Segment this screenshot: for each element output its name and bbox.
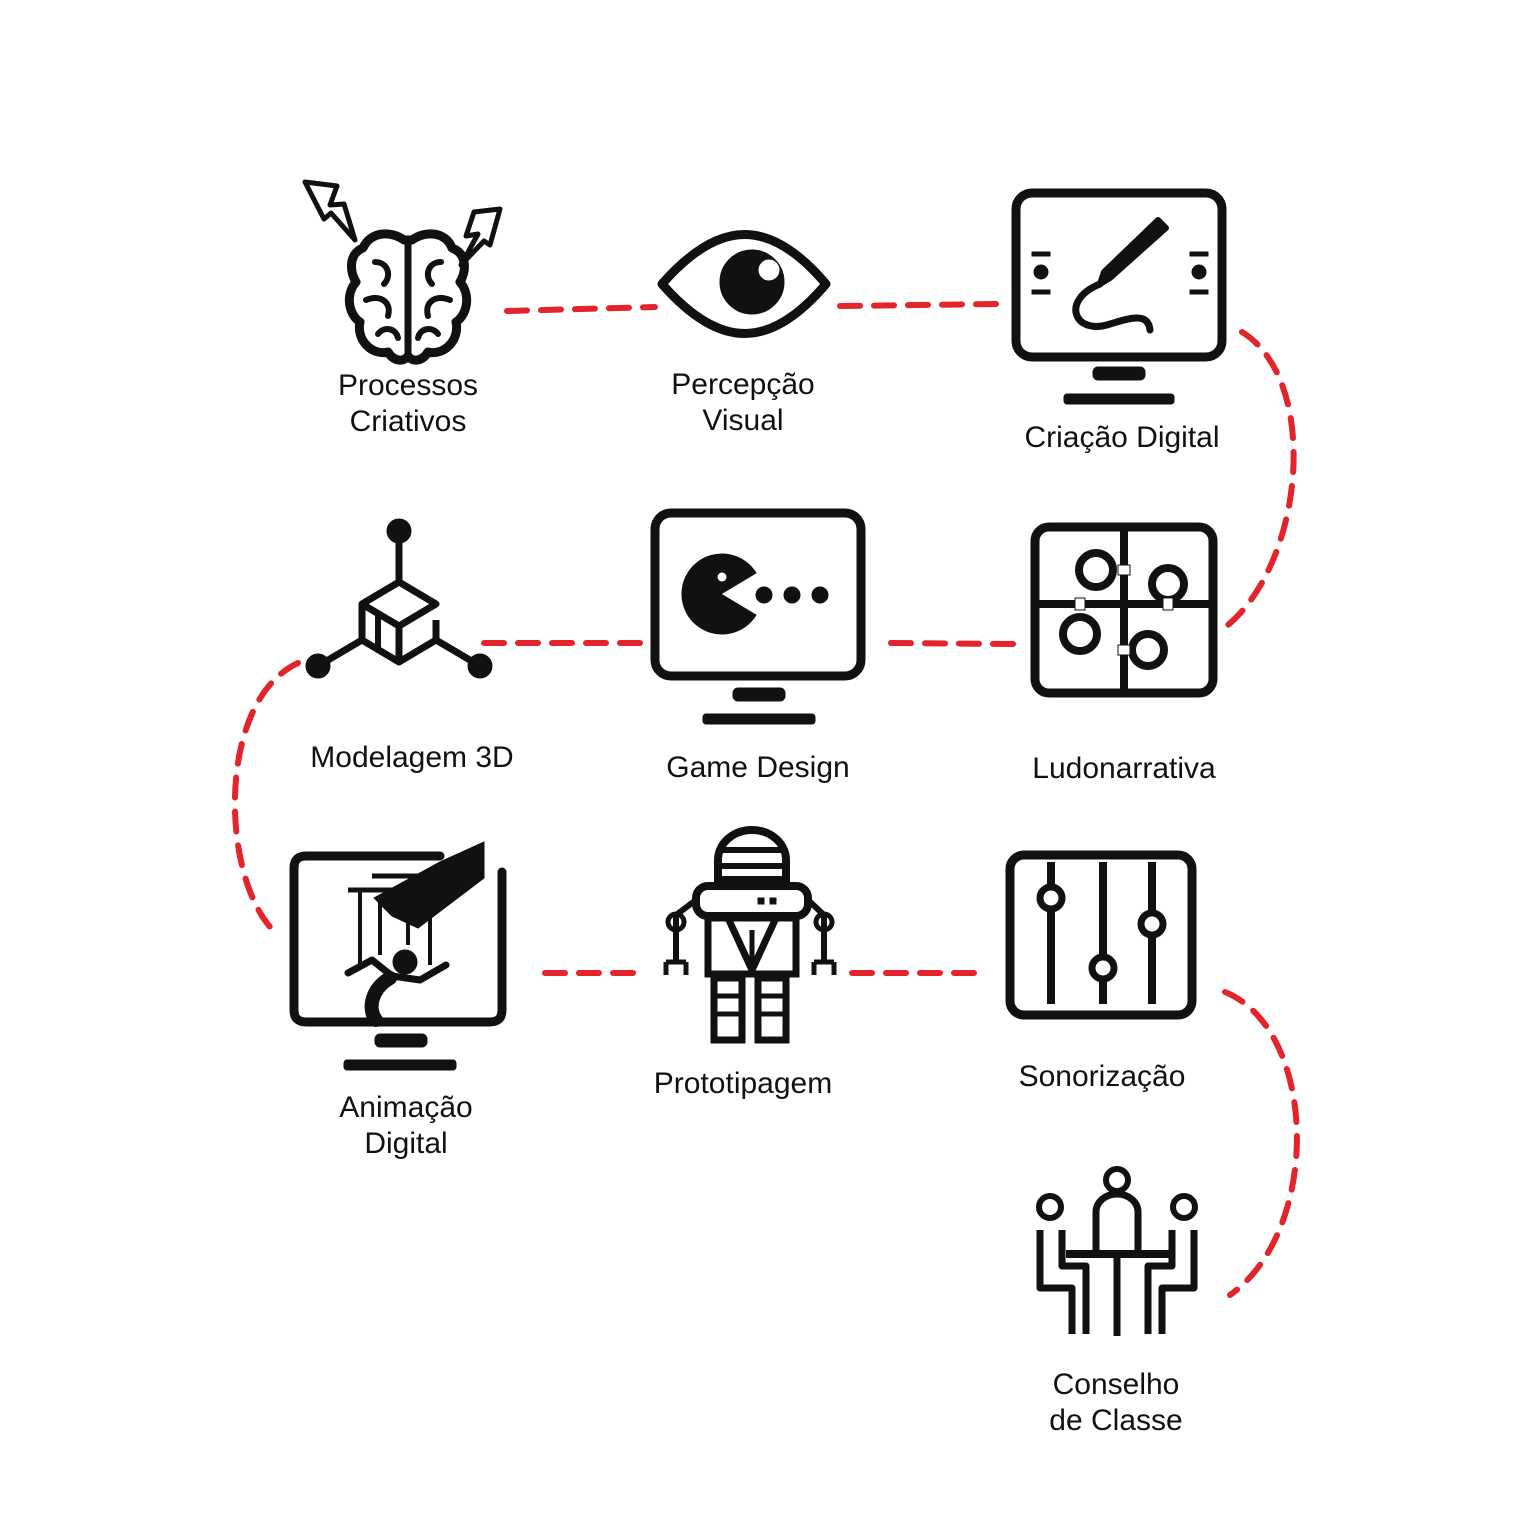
- label-animacao-digital: Animação Digital: [339, 1090, 472, 1162]
- puppet-monitor-icon: [289, 841, 507, 1071]
- eye-icon: [657, 230, 831, 338]
- label-line: Animação: [339, 1091, 473, 1124]
- label-line: Conselho: [1052, 1368, 1180, 1401]
- connector-4-5: [885, 640, 1016, 647]
- connectors: [232, 301, 1300, 1298]
- connector-6-7: [232, 660, 301, 931]
- label-line: Criativos: [349, 405, 467, 438]
- drawing-tablet-monitor-icon: [1011, 188, 1227, 405]
- 3d-cube-axes-icon: [305, 518, 493, 679]
- label-line: Digital: [364, 1127, 448, 1160]
- mixer-sliders-icon: [1005, 850, 1197, 1020]
- label-game-design: Game Design: [666, 750, 849, 786]
- label-ludonarrativa: Ludonarrativa: [1032, 751, 1215, 787]
- label-line: de Classe: [1049, 1404, 1183, 1437]
- label-criacao-digital: Criação Digital: [1024, 420, 1219, 456]
- label-prototipagem: Prototipagem: [654, 1066, 832, 1102]
- robot-icon: [663, 826, 837, 1044]
- connector-9-10: [1222, 989, 1300, 1298]
- label-line: Processos: [337, 369, 479, 402]
- connector-3-4: [1225, 329, 1297, 628]
- label-line: Criação Digital: [1024, 421, 1220, 454]
- label-line: Percepção: [671, 368, 815, 401]
- label-percepcao-visual: Percepção Visual: [671, 367, 814, 439]
- label-line: Sonorização: [1018, 1060, 1186, 1093]
- meeting-table-icon: [1036, 1166, 1198, 1336]
- label-line: Game Design: [666, 751, 850, 784]
- label-line: Ludonarrativa: [1032, 752, 1216, 785]
- label-sonorizacao: Sonorização: [1019, 1059, 1186, 1095]
- pacman-monitor-icon: [650, 508, 866, 725]
- label-line: Visual: [702, 404, 784, 437]
- label-line: Prototipagem: [653, 1067, 833, 1100]
- label-conselho-de-classe: Conselho de Classe: [1049, 1367, 1182, 1439]
- label-modelagem-3d: Modelagem 3D: [310, 740, 513, 776]
- connector-1-2: [504, 304, 658, 314]
- puzzle-icon: [1030, 522, 1218, 698]
- brain-lightning-icon: [302, 179, 503, 365]
- label-processos-criativos: Processos Criativos: [338, 368, 478, 440]
- label-line: Modelagem 3D: [310, 741, 514, 774]
- connector-2-3: [837, 301, 1001, 309]
